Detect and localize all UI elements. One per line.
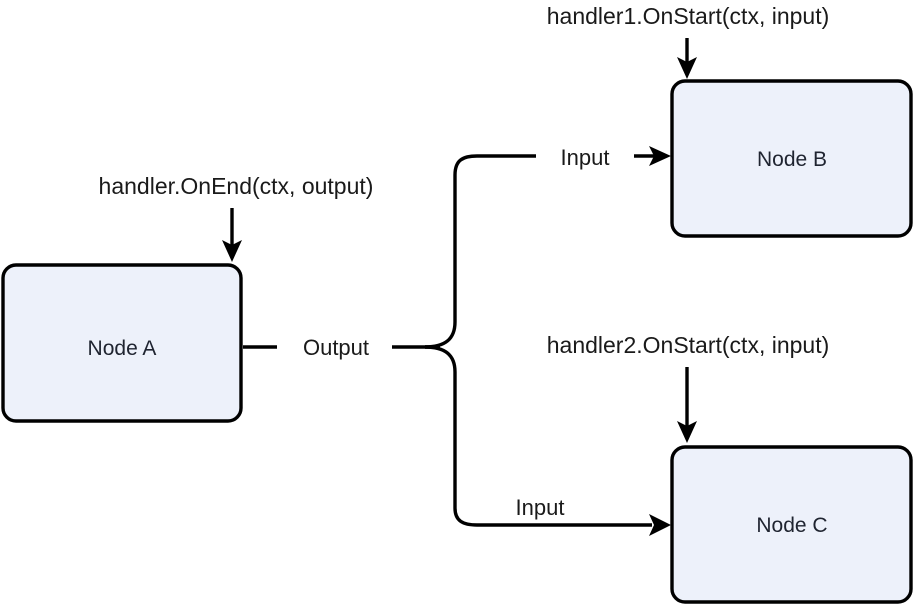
arrow-head-icon — [677, 57, 697, 79]
branch-to-node-c-path — [424, 345, 652, 527]
handler2-onstart-label: handler2.OnStart(ctx, input) — [547, 332, 830, 358]
handler1-onstart-label: handler1.OnStart(ctx, input) — [547, 3, 830, 29]
node-c-label: Node C — [756, 514, 827, 537]
arrow-head-icon — [677, 421, 697, 443]
branch-to-node-b-path — [424, 154, 536, 349]
input-port-label-c: Input — [516, 495, 565, 520]
input-port-label-b: Input — [561, 145, 610, 170]
node-a[interactable]: Node A — [1, 263, 243, 423]
handler2-onstart-arrow — [677, 367, 697, 443]
node-b-label: Node B — [757, 148, 827, 171]
node-b-input-arrow — [634, 146, 671, 166]
node-c-box[interactable] — [670, 445, 913, 604]
node-b-box[interactable] — [670, 79, 913, 238]
node-a-box[interactable] — [1, 263, 243, 423]
node-a-label: Node A — [88, 337, 157, 360]
node-c[interactable]: Node C — [670, 445, 913, 604]
node-b[interactable]: Node B — [670, 79, 913, 238]
handler1-onstart-arrow — [677, 38, 697, 79]
output-port-label: Output — [303, 335, 369, 360]
handler-onend-label: handler.OnEnd(ctx, output) — [99, 173, 374, 199]
arrow-head-icon — [649, 146, 671, 166]
arrow-head-icon — [649, 514, 671, 536]
handler-onend-arrow — [222, 208, 242, 262]
arrow-head-icon — [222, 240, 242, 262]
